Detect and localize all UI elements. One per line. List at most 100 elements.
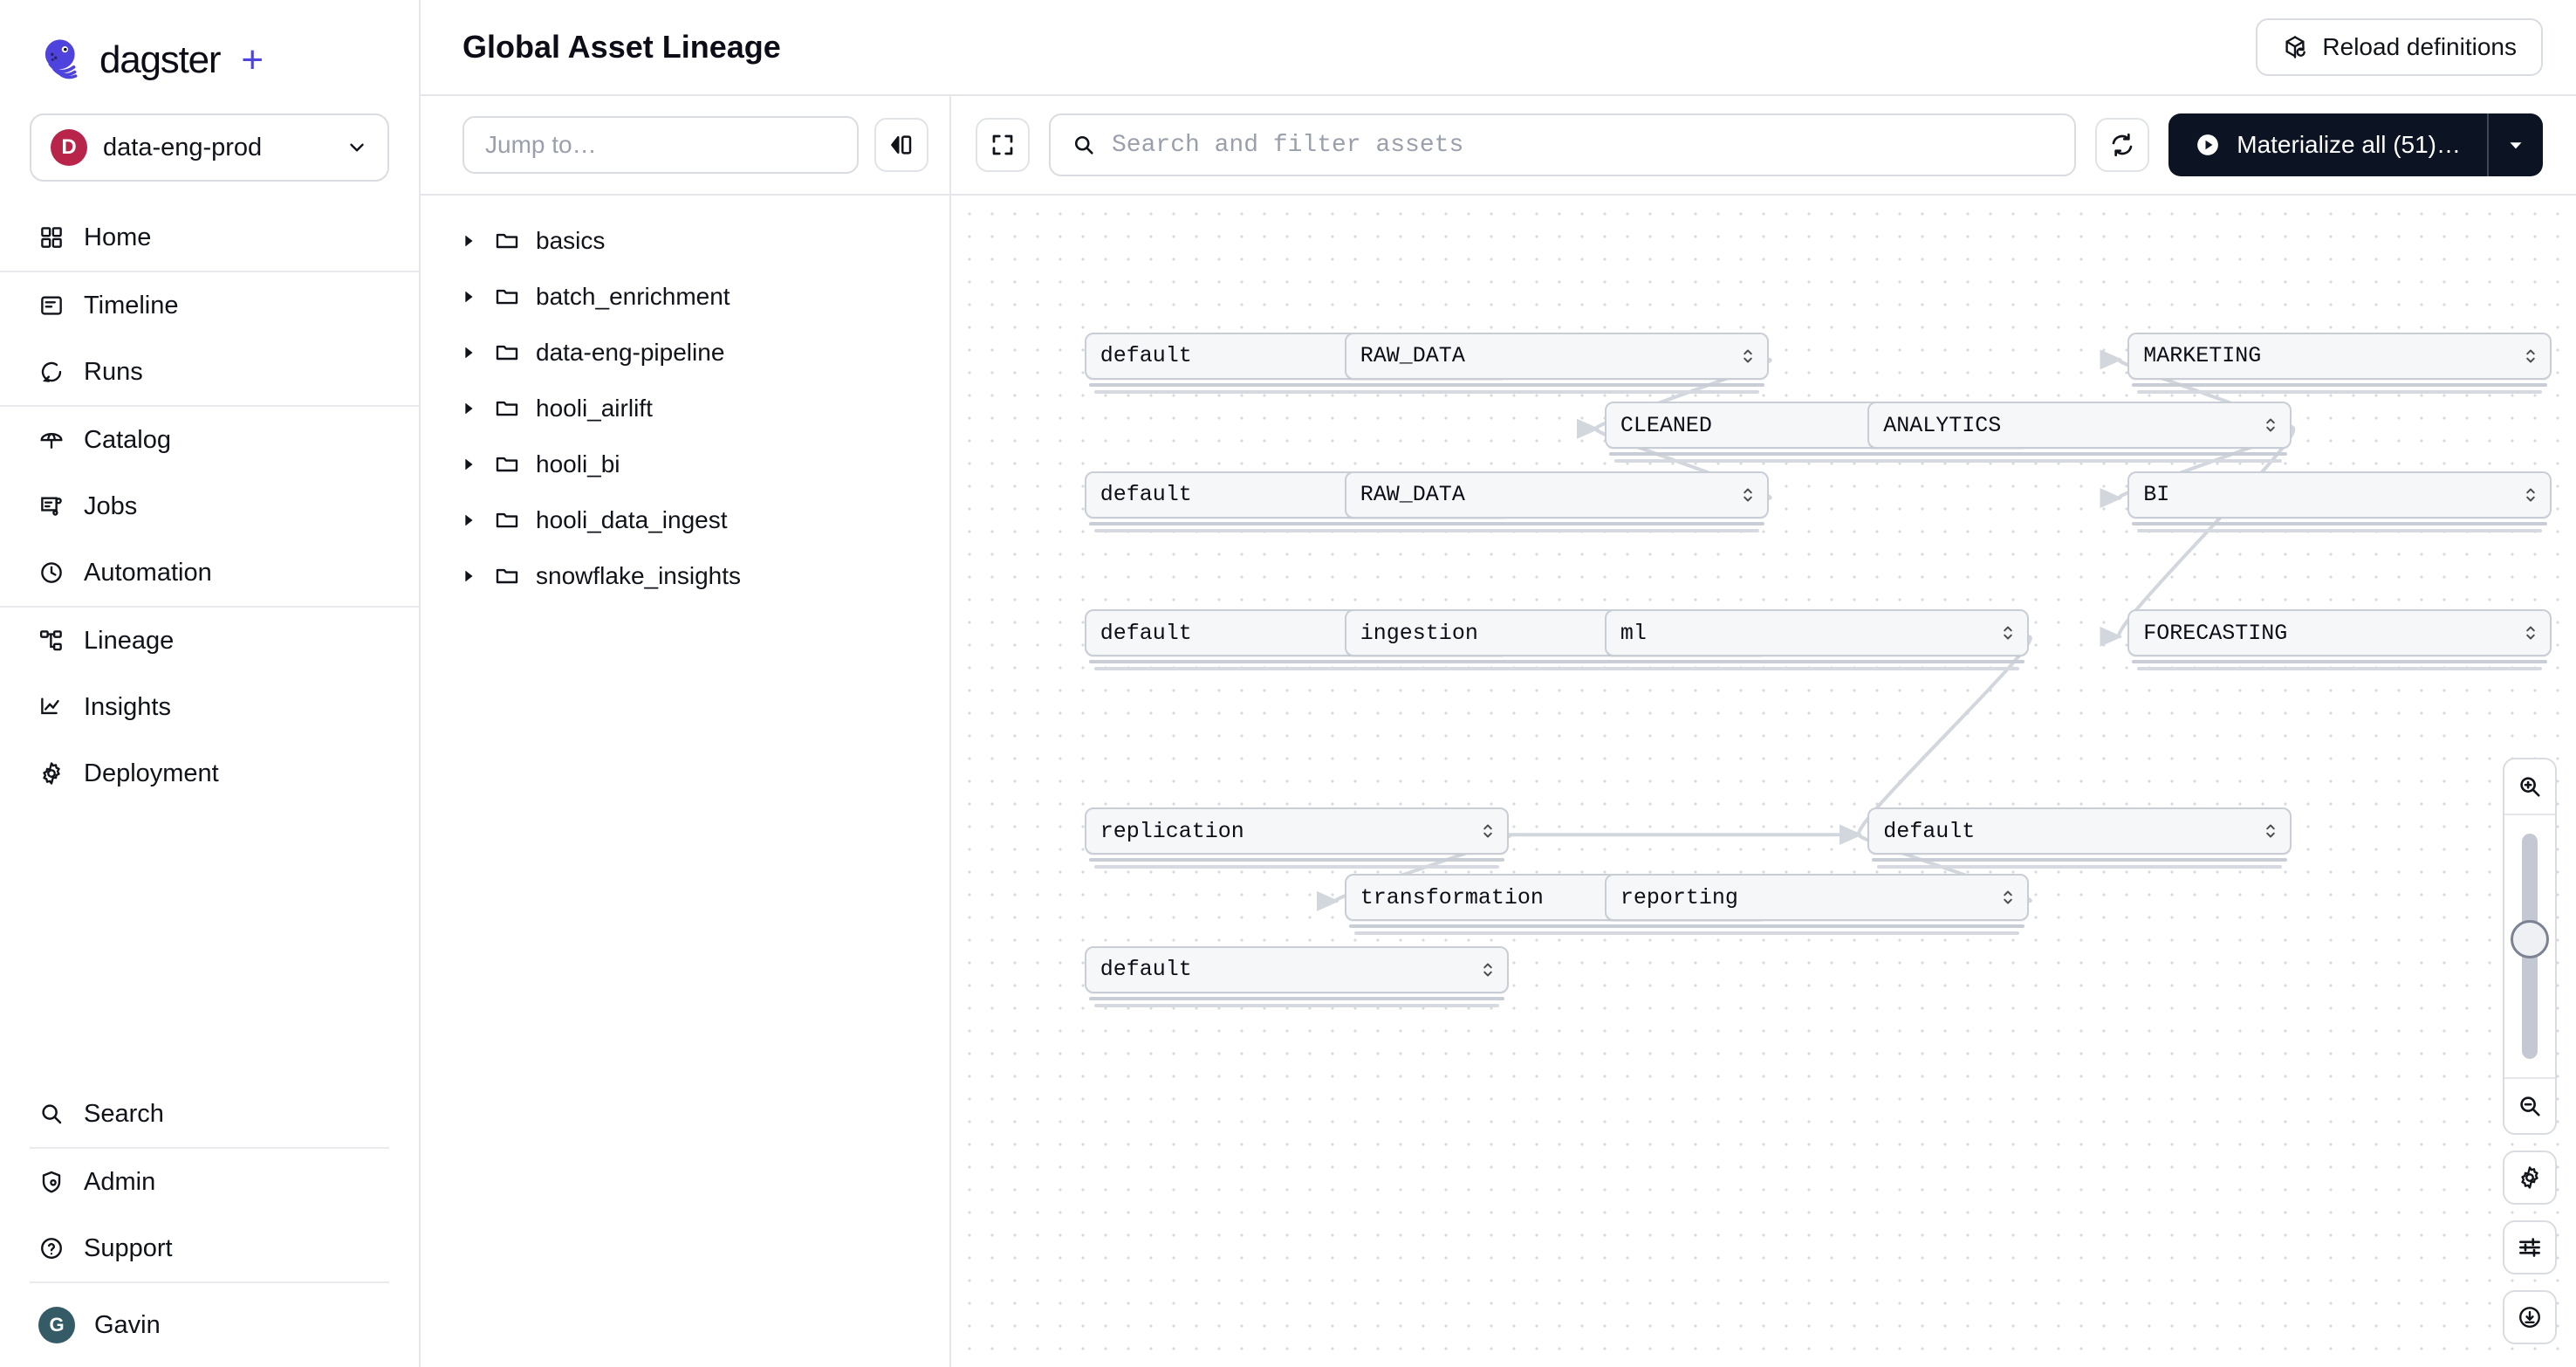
asset-group-node-box[interactable]: default [1867, 807, 2292, 855]
asset-group-node-box[interactable]: MARKETING [2127, 332, 2552, 380]
node-stack-line [1348, 521, 1764, 526]
asset-group-node[interactable]: reporting [1604, 874, 2029, 936]
asset-group-node-label: reporting [1620, 884, 1738, 910]
node-stack-line [1608, 660, 2024, 664]
node-stack-line [1353, 667, 1759, 671]
chevron-up-down-icon[interactable] [1741, 345, 1755, 368]
chevron-up-down-icon[interactable] [2001, 622, 2015, 644]
asset-group-node-box[interactable]: ANALYTICS [1867, 402, 2292, 450]
asset-group-node[interactable]: transformation [1344, 874, 1769, 936]
sidebar-item-search[interactable]: Search [38, 1081, 380, 1147]
sidebar-item-admin[interactable]: Admin [38, 1149, 380, 1215]
page-header: Global Asset Lineage Reload definitions [421, 0, 2576, 96]
chevron-up-down-icon[interactable] [1741, 484, 1755, 506]
collapse-panel-button[interactable] [874, 118, 928, 172]
asset-group-node-box[interactable]: replication [1084, 807, 1509, 855]
sidebar-item-automation[interactable]: Automation [30, 539, 389, 606]
asset-group-node[interactable]: ANALYTICS [1867, 402, 2292, 464]
lineage-canvas[interactable]: default RAW_DATA default [951, 196, 2576, 1367]
chevron-up-down-icon[interactable] [2524, 484, 2538, 506]
sidebar-item-label: Deployment [84, 759, 219, 787]
asset-group-node[interactable]: replication [1084, 807, 1509, 869]
tree-item-hooli-airlift[interactable]: hooli_airlift [421, 381, 949, 436]
node-stack-line [1088, 996, 1504, 1000]
sidebar-item-label: Automation [84, 558, 212, 587]
materialize-all-main[interactable]: Materialize all (51)… [2168, 113, 2487, 176]
zoom-in-button[interactable] [2504, 759, 2555, 814]
graph-settings-button[interactable] [2503, 1151, 2557, 1205]
tree-item-label: snowflake_insights [536, 562, 742, 589]
chevron-up-down-icon[interactable] [2001, 886, 2015, 909]
asset-group-node[interactable]: RAW_DATA [1344, 332, 1769, 394]
sidebar-item-support[interactable]: Support [38, 1215, 380, 1281]
fullscreen-button[interactable] [976, 118, 1030, 172]
asset-group-node[interactable]: default [1084, 945, 1509, 1007]
sidebar-item-catalog[interactable]: Catalog [30, 407, 389, 473]
sidebar-item-label: Catalog [84, 425, 171, 454]
user-menu[interactable]: G Gavin [30, 1283, 389, 1367]
asset-group-node[interactable]: FORECASTING [2127, 609, 2552, 671]
sidebar-item-deployment[interactable]: Deployment [30, 740, 389, 807]
zoom-out-button[interactable] [2504, 1079, 2555, 1133]
sidebar-item-runs[interactable]: Runs [30, 339, 389, 405]
deployment-selector[interactable]: D data-eng-prod [30, 113, 389, 182]
sidebar-item-insights[interactable]: Insights [30, 674, 389, 740]
asset-group-node-box[interactable]: reporting [1604, 874, 2029, 922]
node-stack-line [1348, 660, 1764, 664]
sidebar-item-jobs[interactable]: Jobs [30, 473, 389, 539]
zoom-slider-thumb[interactable] [2511, 920, 2549, 958]
node-stack-line [2132, 660, 2548, 664]
asset-group-node-box[interactable]: ml [1604, 609, 2029, 657]
refresh-button[interactable] [2095, 118, 2150, 172]
asset-group-node-box[interactable]: FORECASTING [2127, 609, 2552, 657]
node-stack-line [1353, 389, 1759, 394]
asset-search-field[interactable] [1049, 113, 2077, 176]
toolbar-left [421, 96, 951, 194]
nav-group-monitoring: Timeline Runs [0, 271, 419, 405]
asset-group-node-box[interactable]: RAW_DATA [1344, 471, 1769, 519]
tree-item-snowflake-insights[interactable]: snowflake_insights [421, 548, 949, 604]
tree-item-label: hooli_bi [536, 450, 620, 477]
asset-group-node-label: default [1100, 620, 1192, 646]
caret-right-icon [465, 458, 473, 471]
sidebar: dagster + D data-eng-prod Home [0, 0, 421, 1367]
chevron-up-down-icon[interactable] [2264, 820, 2278, 842]
reload-definitions-button[interactable]: Reload definitions [2256, 18, 2543, 76]
tree-item-hooli-bi[interactable]: hooli_bi [421, 436, 949, 492]
materialize-all-button[interactable]: Materialize all (51)… [2168, 113, 2543, 176]
chevron-up-down-icon[interactable] [2524, 622, 2538, 644]
asset-group-node-box[interactable]: BI [2127, 471, 2552, 519]
node-stack-line [1613, 459, 2019, 464]
tree-item-data-eng-pipeline[interactable]: data-eng-pipeline [421, 325, 949, 381]
asset-group-node[interactable]: RAW_DATA [1344, 471, 1769, 532]
asset-group-node[interactable]: default [1867, 807, 2292, 869]
tree-item-batch-enrichment[interactable]: batch_enrichment [421, 269, 949, 325]
tree-item-basics[interactable]: basics [421, 213, 949, 269]
search-input[interactable] [1112, 131, 2054, 159]
asset-group-node[interactable]: BI [2127, 471, 2552, 532]
asset-group-node[interactable]: MARKETING [2127, 332, 2552, 394]
sidebar-item-home[interactable]: Home [30, 204, 389, 271]
sidebar-item-timeline[interactable]: Timeline [30, 272, 389, 339]
asset-group-node-box[interactable]: RAW_DATA [1344, 332, 1769, 380]
folder-icon [496, 401, 518, 416]
asset-group-node[interactable]: ml [1604, 609, 2029, 671]
asset-group-node-label: FORECASTING [2143, 620, 2288, 646]
sidebar-item-lineage[interactable]: Lineage [30, 608, 389, 674]
chevron-up-down-icon[interactable] [1481, 820, 1495, 842]
zoom-slider[interactable] [2504, 815, 2555, 1077]
graph-download-button[interactable] [2503, 1290, 2557, 1344]
chevron-up-down-icon[interactable] [1481, 958, 1495, 981]
graph-filters-button[interactable] [2503, 1220, 2557, 1274]
jump-to-input[interactable] [462, 116, 859, 174]
materialize-dropdown-button[interactable] [2489, 113, 2543, 176]
nav-group-account: Admin Support [30, 1147, 389, 1281]
expand-icon [992, 134, 1013, 155]
brand[interactable]: dagster + [0, 0, 419, 110]
asset-group-node-box[interactable]: default [1084, 945, 1509, 993]
tree-item-hooli-data-ingest[interactable]: hooli_data_ingest [421, 492, 949, 548]
page-title: Global Asset Lineage [462, 29, 781, 65]
chevron-up-down-icon[interactable] [2524, 345, 2538, 368]
sidebar-item-label: Home [84, 223, 152, 251]
chevron-up-down-icon[interactable] [2264, 414, 2278, 436]
